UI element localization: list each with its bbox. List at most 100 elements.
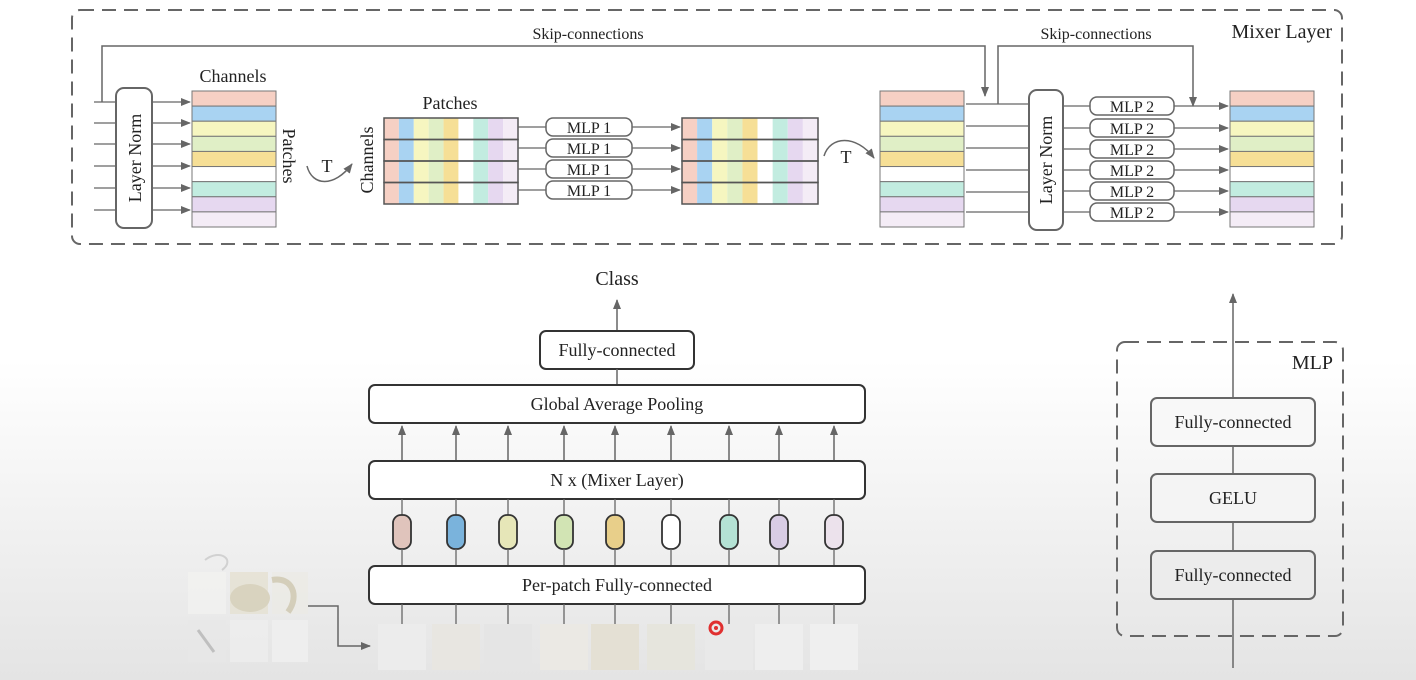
mixer-layer-block: Mixer Layer Skip-connections Skip-connec… (71, 9, 1343, 245)
table5-row-8 (1229, 196, 1315, 213)
table4-row-2 (879, 105, 965, 122)
skip-connection-right-line (997, 45, 1197, 107)
table1-row-9 (191, 211, 277, 228)
patch-token-8 (769, 514, 789, 550)
table4-row-8 (879, 196, 965, 213)
patch-table-4 (879, 90, 965, 228)
mlp1-label: MLP 1 (567, 120, 611, 137)
cursor-indicator (708, 620, 724, 636)
table2-channel-row (383, 181, 519, 205)
transpose-1-arrow (306, 163, 353, 183)
mlp2-label: MLP 2 (1110, 142, 1154, 159)
transpose-2-arrow (823, 139, 875, 159)
patch-token-4 (554, 514, 574, 550)
patch-token-3 (498, 514, 518, 550)
fully-connected-label: Fully-connected (559, 340, 676, 360)
table5-row-9 (1229, 211, 1315, 228)
patch-table-3 (681, 117, 819, 205)
patch-image-5 (591, 624, 639, 670)
table4-row-9 (879, 211, 965, 228)
table5-row-4 (1229, 135, 1315, 152)
global-average-pooling-label: Global Average Pooling (531, 394, 704, 414)
mlp2-label: MLP 2 (1110, 99, 1154, 116)
mixer-stack-label: N x (Mixer Layer) (550, 470, 683, 491)
table4-row-6 (879, 166, 965, 183)
table1-row-6 (191, 166, 277, 183)
mlp1-label: MLP 1 (567, 162, 611, 179)
per-patch-fc-label: Per-patch Fully-connected (522, 575, 712, 595)
layer-norm-1-label: Layer Norm (125, 114, 145, 202)
table5-row-5 (1229, 150, 1315, 168)
patch-table-1 (191, 90, 277, 228)
patch-token-7 (719, 514, 739, 550)
per-patch-fc-box (368, 565, 866, 605)
table1-row-8 (191, 196, 277, 213)
table4-row-4 (879, 135, 965, 152)
patch-token-1 (392, 514, 412, 550)
channels-side-label: Channels (357, 127, 377, 194)
table4-row-7 (879, 181, 965, 198)
patch-image-1 (378, 624, 426, 670)
patch-image-3 (484, 624, 532, 670)
patches-top-label: Patches (423, 93, 478, 113)
patch-image-9 (810, 624, 858, 670)
main-architecture: Class Fully-connected Global Average Poo… (188, 268, 866, 670)
skip-connection-right-label: Skip-connections (1040, 26, 1151, 43)
layer-norm-1-box (115, 87, 153, 229)
transpose-2-label: T (841, 147, 852, 167)
patch-token-row (392, 499, 844, 566)
patch-table-5 (1229, 90, 1315, 228)
table5-row-1 (1229, 90, 1315, 107)
transpose-1-label: T (322, 156, 333, 176)
table5-row-7 (1229, 181, 1315, 198)
table4-row-1 (879, 90, 965, 107)
flattened-patch-images (378, 624, 858, 670)
patch-token-2 (446, 514, 466, 550)
skip-connection-left-label: Skip-connections (532, 26, 643, 43)
mlp2-label: MLP 2 (1110, 205, 1154, 222)
mlp-block-border (1116, 341, 1344, 637)
mlp1-label: MLP 1 (567, 183, 611, 200)
mlp1-label: MLP 1 (567, 141, 611, 158)
mlp2-label: MLP 2 (1110, 121, 1154, 138)
image-to-patches-arrow (308, 605, 371, 650)
mixer-layer-title: Mixer Layer (1231, 21, 1332, 43)
layer-norm-2-label: Layer Norm (1036, 116, 1056, 204)
mlp2-label: MLP 2 (1110, 163, 1154, 180)
skip-connection-left-line (101, 45, 989, 102)
table4-row-3 (879, 120, 965, 137)
table1-row-3 (191, 120, 277, 137)
input-image-grid (188, 554, 308, 662)
table1-row-4 (191, 135, 277, 152)
mlp1-column: MLP 1 MLP 1 MLP 1 MLP 1 (518, 117, 681, 200)
table1-row-1 (191, 90, 277, 107)
global-average-pooling-box (368, 384, 866, 424)
input-lines (94, 101, 116, 211)
table5-row-2 (1229, 105, 1315, 122)
table4-row-5 (879, 150, 965, 168)
table1-row-2 (191, 105, 277, 122)
mlp-gelu-label: GELU (1209, 488, 1257, 508)
per-patch-input-lines (401, 604, 835, 624)
mlp-fc-top-label: Fully-connected (1175, 412, 1292, 432)
table1-row-5 (191, 150, 277, 168)
table3-channel-row (681, 181, 819, 205)
patch-table-2 (383, 117, 519, 205)
patch-token-6 (661, 514, 681, 550)
mlp-block-title: MLP (1292, 352, 1333, 374)
mlp-fc-bottom-label: Fully-connected (1175, 565, 1292, 585)
patch-image-6 (647, 624, 695, 670)
patch-token-9 (824, 514, 844, 550)
layer-norm-2-box (1028, 89, 1064, 231)
channels-top-label: Channels (200, 66, 267, 86)
patches-side-label: Patches (279, 129, 299, 184)
table4-output-lines (966, 103, 1029, 213)
table1-input-arrows (152, 98, 191, 214)
class-label: Class (595, 268, 639, 290)
table5-row-6 (1229, 166, 1315, 183)
patch-image-4 (540, 624, 588, 670)
table5-row-3 (1229, 120, 1315, 137)
patch-image-8 (755, 624, 803, 670)
mixer-stack-box (368, 460, 866, 500)
